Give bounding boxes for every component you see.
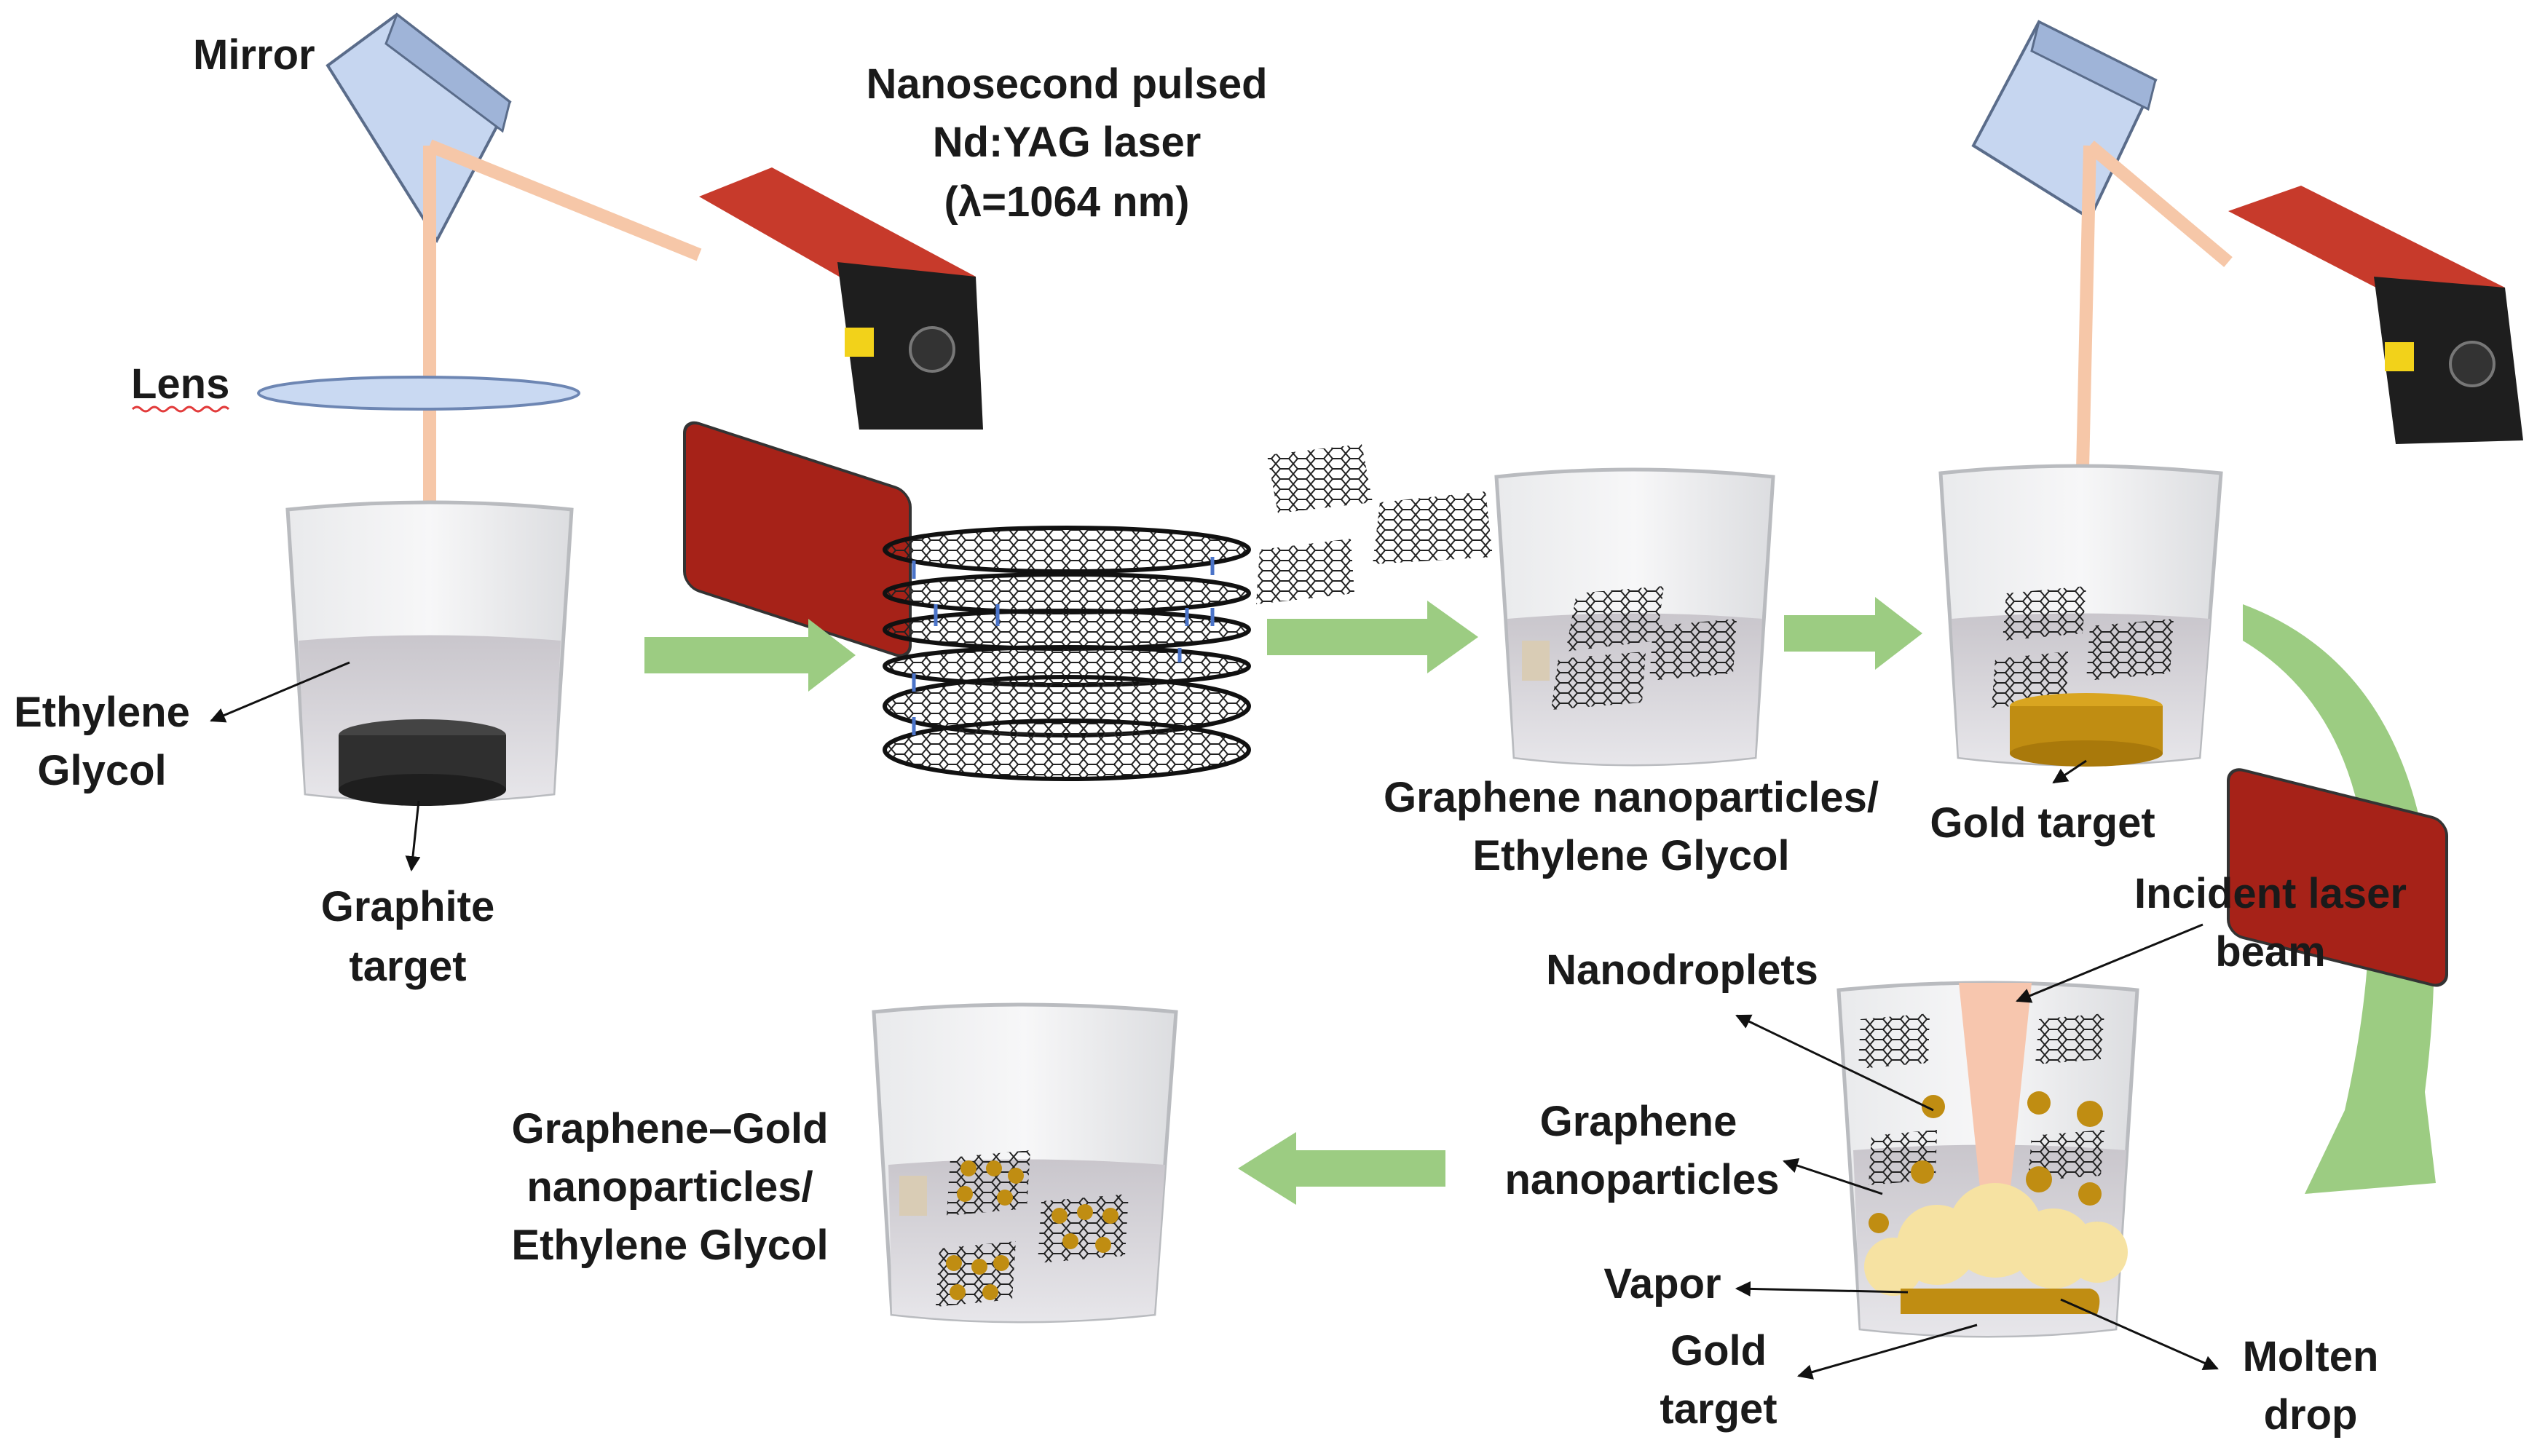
- label-final-line3: Ethylene Glycol: [511, 1222, 828, 1269]
- process-arrow-4: [1238, 1132, 1445, 1205]
- label-laser-line1: Nanosecond pulsed: [866, 60, 1267, 108]
- pointer-ethylene: [210, 661, 350, 723]
- process-arrow-3: [1784, 597, 1922, 670]
- label-gold2-line1: Gold: [1670, 1327, 1767, 1374]
- mirror-1: [325, 12, 512, 244]
- label-final-line2: nanoparticles/: [526, 1163, 813, 1211]
- label-graphene-eg-line2: Ethylene Glycol: [1472, 832, 1789, 879]
- graphene-flakes-floating: [1256, 444, 1493, 604]
- pointer-gold-target-1: [2052, 759, 2087, 784]
- label-graphene-np-line1: Graphene: [1540, 1098, 1737, 1145]
- label-lens: Lens: [131, 360, 229, 408]
- label-vapor: Vapor: [1603, 1260, 1721, 1307]
- label-final-line1: Graphene–Gold: [511, 1105, 828, 1152]
- label-graphene-np-line2: nanoparticles: [1504, 1156, 1779, 1203]
- beaker-3: [1938, 464, 2223, 767]
- label-incident-line1: Incident laser: [2134, 870, 2407, 917]
- label-gold2-line2: target: [1660, 1385, 1777, 1433]
- label-nanodroplets: Nanodroplets: [1546, 946, 1818, 994]
- label-gold-target: Gold target: [1930, 799, 2155, 847]
- laser-beam-1: [423, 139, 702, 510]
- laser-device-1: [683, 167, 983, 657]
- process-arrow-1: [644, 619, 856, 692]
- label-mirror: Mirror: [193, 31, 315, 79]
- laser-device-2: [2227, 186, 2523, 987]
- graphite-layers: [883, 526, 1251, 781]
- ablation-beaker: [1836, 981, 2139, 1338]
- process-arrow-2: [1267, 601, 1478, 673]
- label-incident-line2: beam: [2215, 928, 2326, 976]
- ablation-pointers: [1735, 923, 2219, 1380]
- label-ethylene-line2: Glycol: [37, 747, 166, 794]
- pointer-graphite: [405, 800, 421, 872]
- label-graphene-eg-line1: Graphene nanoparticles/: [1384, 774, 1879, 821]
- label-graphite-line1: Graphite: [321, 883, 495, 930]
- beaker-1: [285, 500, 574, 806]
- label-molten-line2: drop: [2264, 1391, 2358, 1439]
- mirror-2: [1971, 20, 2158, 221]
- label-ethylene-line1: Ethylene: [14, 689, 190, 736]
- label-laser-line2: Nd:YAG laser: [933, 119, 1202, 166]
- lens-1: [257, 376, 580, 411]
- label-molten-line1: Molten: [2243, 1333, 2379, 1380]
- label-laser-line3: (λ=1064 nm): [944, 178, 1190, 226]
- curved-process-arrow: [2243, 604, 2436, 1194]
- beaker-2: [1494, 467, 1775, 767]
- laser-beam-2: [2076, 141, 2233, 470]
- label-graphite-line2: target: [349, 943, 466, 990]
- final-beaker: [872, 1002, 1178, 1324]
- lens-spellcheck-underline: [131, 405, 230, 413]
